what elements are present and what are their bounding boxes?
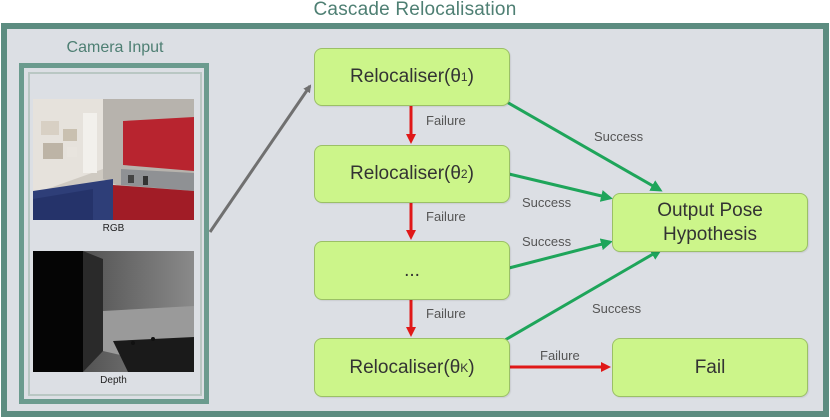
success-arrow-3	[508, 238, 613, 270]
depth-image	[33, 251, 194, 372]
ellipsis-text: ...	[404, 259, 420, 281]
rgb-label: RGB	[102, 223, 125, 234]
relocaliser-k-subscript: K	[460, 360, 469, 375]
success-label-3: Success	[522, 234, 572, 249]
diagram-title: Cascade Relocalisation	[313, 0, 517, 20]
relocaliser-1-close: )	[467, 66, 474, 87]
success-arrow-2	[508, 172, 613, 202]
failure-label-4: Failure	[540, 348, 580, 363]
input-arrow	[208, 84, 312, 233]
depth-label: Depth	[100, 375, 127, 386]
camera-input-title: Camera Input	[66, 39, 164, 56]
success-label-1: Success	[594, 129, 644, 144]
output-pose-hypothesis-node: Output Pose Hypothesis	[612, 193, 808, 252]
relocaliser-2-subscript: 2	[460, 167, 468, 181]
relocaliser-k-text: Relocaliser(θ	[349, 356, 461, 378]
relocaliser-1-text: Relocaliser(θ	[350, 66, 461, 87]
camera-input-inner-border	[28, 72, 202, 396]
success-label-4: Success	[592, 301, 642, 316]
ellipsis-node: ...	[314, 241, 510, 300]
fail-text: Fail	[694, 356, 726, 378]
relocaliser-1-subscript: 1	[460, 70, 468, 84]
relocaliser-k-close: )	[468, 356, 475, 378]
failure-label-3: Failure	[426, 306, 466, 321]
success-arrow-1	[504, 99, 663, 192]
success-arrow-4	[504, 248, 663, 342]
failure-label-1: Failure	[426, 113, 466, 128]
relocaliser-2-close: )	[467, 163, 474, 184]
failure-label-2: Failure	[426, 209, 466, 224]
rgb-image	[33, 99, 194, 220]
success-label-2: Success	[522, 195, 572, 210]
output-pose-hypothesis-text: Output Pose Hypothesis	[657, 199, 763, 245]
fail-node: Fail	[612, 338, 808, 397]
relocaliser-2-text: Relocaliser(θ	[350, 163, 461, 184]
